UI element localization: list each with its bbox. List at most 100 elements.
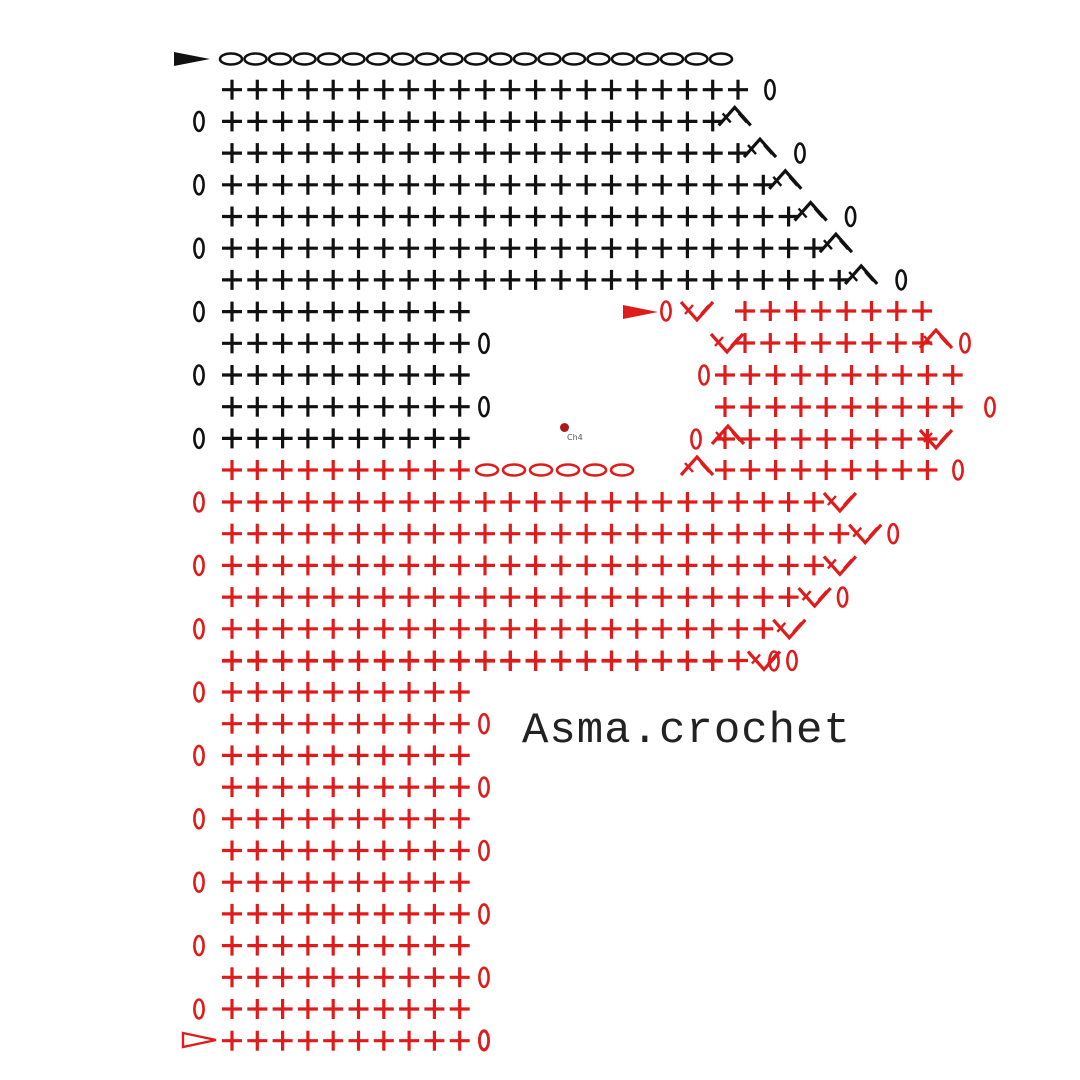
- single-crochet-symbol: [272, 618, 293, 639]
- single-crochet-symbol: [247, 587, 268, 608]
- turning-chain-symbol: [478, 1029, 490, 1051]
- single-crochet-symbol: [323, 523, 344, 544]
- single-crochet-symbol: [272, 428, 293, 449]
- single-crochet-symbol: [247, 713, 268, 734]
- single-crochet-symbol: [272, 460, 293, 480]
- single-crochet-symbol: [222, 396, 242, 417]
- single-crochet-symbol: [297, 523, 318, 544]
- single-crochet-symbol: [247, 143, 268, 164]
- single-crochet-symbol: [247, 333, 268, 354]
- single-crochet-symbol: [500, 143, 521, 164]
- single-crochet-symbol: [424, 935, 445, 956]
- single-crochet-symbol: [373, 492, 394, 512]
- single-crochet-symbol: [626, 143, 647, 164]
- single-crochet-symbol: [247, 365, 268, 385]
- single-crochet-symbol: [892, 397, 913, 417]
- single-crochet-symbol: [500, 79, 521, 100]
- turning-chain-symbol: [984, 396, 996, 418]
- single-crochet-symbol: [449, 396, 470, 417]
- single-crochet-symbol: [652, 206, 673, 227]
- single-crochet-symbol: [475, 555, 495, 576]
- single-crochet-symbol: [525, 143, 546, 164]
- turning-chain-symbol: [844, 205, 857, 228]
- single-crochet-symbol: [753, 174, 774, 195]
- single-crochet-symbol: [222, 840, 242, 861]
- single-crochet-symbol: [348, 967, 369, 988]
- single-crochet-symbol: [323, 618, 344, 639]
- single-crochet-symbol: [323, 651, 344, 671]
- single-crochet-symbol: [424, 808, 445, 829]
- single-crochet-symbol: [247, 682, 268, 702]
- single-crochet-symbol: [222, 587, 242, 608]
- single-crochet-symbol: [222, 269, 242, 290]
- single-crochet-symbol: [892, 365, 913, 385]
- single-crochet-symbol: [424, 238, 445, 259]
- turning-chain-symbol: [959, 332, 971, 354]
- turning-chain-symbol: [836, 586, 849, 608]
- single-crochet-symbol: [348, 745, 369, 766]
- turning-chain-symbol: [794, 142, 806, 164]
- single-crochet-symbol: [247, 238, 268, 259]
- single-crochet-symbol: [399, 903, 420, 924]
- single-crochet-symbol: [424, 174, 445, 195]
- single-crochet-symbol: [576, 206, 597, 227]
- single-crochet-symbol: [272, 651, 293, 671]
- single-crochet-symbol: [942, 397, 963, 417]
- single-crochet-symbol: [272, 555, 293, 576]
- chain-stitch-symbol: [488, 52, 513, 66]
- single-crochet-symbol: [702, 587, 723, 608]
- single-crochet-symbol: [297, 808, 318, 829]
- single-crochet-symbol: [500, 111, 521, 132]
- single-crochet-symbol: [373, 333, 394, 354]
- single-crochet-symbol: [247, 174, 268, 195]
- single-crochet-symbol: [652, 79, 673, 100]
- single-crochet-symbol: [626, 555, 647, 576]
- single-crochet-symbol: [861, 301, 882, 321]
- chain-stitch-symbol: [512, 52, 538, 66]
- single-crochet-symbol: [399, 174, 420, 195]
- chain-stitch-symbol: [684, 52, 709, 66]
- chain-stitch-symbol: [414, 52, 440, 66]
- single-crochet-symbol: [841, 365, 862, 385]
- single-crochet-symbol: [728, 238, 748, 259]
- single-crochet-symbol: [576, 618, 597, 639]
- single-crochet-symbol: [652, 555, 673, 576]
- turning-chain-symbol: [193, 998, 205, 1020]
- single-crochet-symbol: [247, 903, 268, 924]
- watermark-text: Asma.crochet: [522, 706, 851, 756]
- single-crochet-symbol: [740, 460, 761, 480]
- single-crochet-symbol: [247, 999, 268, 1019]
- single-crochet-symbol: [373, 365, 394, 385]
- single-crochet-symbol: [576, 143, 597, 164]
- decrease-tick-symbol: [797, 207, 824, 219]
- single-crochet-symbol: [323, 777, 344, 798]
- single-crochet-symbol: [399, 682, 420, 702]
- single-crochet-symbol: [323, 428, 344, 449]
- single-crochet-symbol: [323, 808, 344, 829]
- single-crochet-symbol: [500, 587, 521, 608]
- single-crochet-symbol: [323, 967, 344, 988]
- single-crochet-symbol: [247, 460, 268, 480]
- single-crochet-symbol: [424, 79, 445, 100]
- single-crochet-symbol: [753, 238, 774, 259]
- single-crochet-symbol: [841, 429, 862, 449]
- single-crochet-symbol: [373, 713, 394, 734]
- single-crochet-symbol: [525, 587, 546, 608]
- single-crochet-symbol: [348, 903, 369, 924]
- single-crochet-symbol: [500, 523, 521, 544]
- single-crochet-symbol: [348, 651, 369, 671]
- single-crochet-symbol: [297, 999, 318, 1019]
- single-crochet-symbol: [803, 269, 824, 290]
- single-crochet-symbol: [677, 143, 698, 164]
- single-crochet-symbol: [626, 618, 647, 639]
- turning-chain-symbol: [193, 744, 205, 767]
- chain-stitch-symbol: [316, 52, 342, 66]
- single-crochet-symbol: [373, 111, 394, 132]
- chain-stitch-symbol: [659, 52, 685, 66]
- single-crochet-symbol: [373, 872, 394, 893]
- single-crochet-symbol: [449, 143, 470, 164]
- single-crochet-symbol: [424, 111, 445, 132]
- single-crochet-symbol: [348, 872, 369, 893]
- single-crochet-symbol: [373, 523, 394, 544]
- single-crochet-symbol: [601, 618, 622, 639]
